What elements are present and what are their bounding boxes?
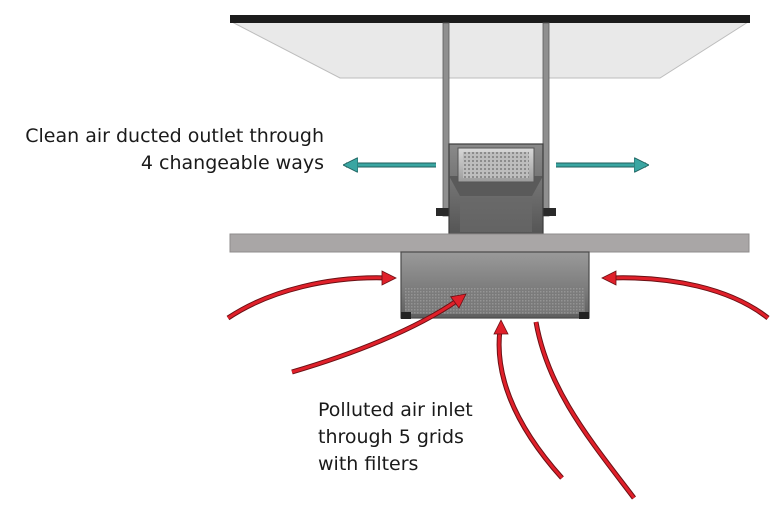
inlet-label-line1: Polluted air inlet xyxy=(318,399,473,421)
false-ceiling xyxy=(229,233,750,253)
inlet-arrows xyxy=(226,270,770,500)
purifier-unit xyxy=(448,143,544,235)
inlet-label: Polluted air inlet through 5 grids with … xyxy=(318,397,473,478)
inlet-arrow-lower-left xyxy=(291,293,467,375)
inlet-arrow-bottom-left xyxy=(493,319,564,480)
inlet-arrow-right xyxy=(601,270,770,320)
inlet-grille xyxy=(405,288,585,314)
inlet-arrow-left xyxy=(226,270,397,321)
outlet-label: Clean air ducted outlet through 4 change… xyxy=(25,123,324,177)
inlet-label-line2: through 5 grids xyxy=(318,426,464,448)
intake-box xyxy=(400,251,590,319)
ceiling-panel xyxy=(230,15,750,79)
suspension-rods xyxy=(436,22,556,217)
outlet-label-line1: Clean air ducted outlet through xyxy=(25,125,324,147)
inlet-label-line3: with filters xyxy=(318,453,419,475)
inlet-arrow-bottom-right xyxy=(533,321,636,500)
outlet-label-line2: 4 changeable ways xyxy=(140,152,324,174)
outlet-grille xyxy=(463,152,529,178)
